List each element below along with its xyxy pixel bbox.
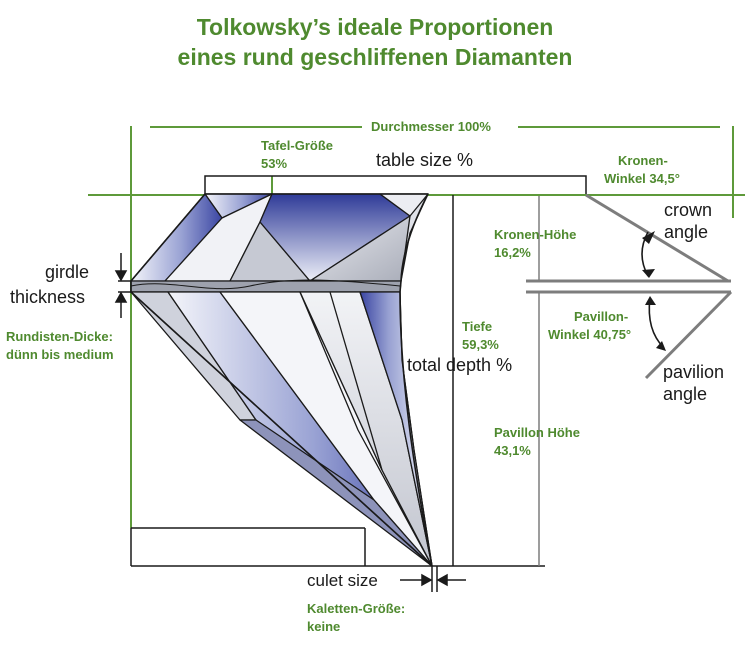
pavilion-facet-line-c: [329, 291, 383, 471]
pavillon-hoehe-value: 43,1%: [494, 443, 531, 458]
durchmesser-label: Durchmesser 100%: [371, 119, 491, 134]
pavillon-winkel-value: Winkel 40,75°: [548, 327, 632, 342]
table-size-label: table size %: [376, 150, 474, 170]
girdle-arrow-bottom-head: [114, 291, 128, 303]
kronen-winkel-label: Kronen-: [618, 153, 668, 168]
kaletten-label: Kaletten-Größe:: [307, 601, 406, 616]
crown-slope-line: [585, 193, 729, 283]
table-size-bracket: [204, 175, 587, 194]
pavillon-hoehe-label: Pavillon Höhe: [494, 425, 580, 440]
kaletten-value: keine: [307, 619, 341, 634]
tiefe-value: 59,3%: [462, 337, 499, 352]
culet-arrow-left-head: [421, 573, 433, 587]
total-depth-label: total depth %: [407, 355, 513, 375]
pavilion-facet-lower-left: [239, 419, 433, 567]
girdle-scallop: [130, 279, 401, 290]
pavilion-facet-line-b: [299, 291, 433, 567]
title-line-2: eines rund geschliffenen Diamanten: [177, 44, 573, 70]
crown-angle-label-2: angle: [664, 222, 709, 242]
kronen-winkel-value: Winkel 34,5°: [604, 171, 680, 186]
gem-body: [130, 193, 433, 567]
angle-schematic: [526, 193, 733, 566]
kronen-hoehe-value: 16,2%: [494, 245, 531, 260]
gem-outline: [130, 193, 433, 567]
crown-angle-label-1: crown: [664, 200, 713, 220]
culet-arrow-right-head: [436, 573, 448, 587]
pavillon-winkel-label: Pavillon-: [574, 309, 629, 324]
girdle-label-1: girdle: [45, 262, 90, 282]
tiefe-label: Tiefe: [462, 319, 493, 334]
rundisten-value: dünn bis medium: [6, 347, 114, 362]
pavilion-angle-arc: [648, 297, 665, 349]
rundisten-label: Rundisten-Dicke:: [6, 329, 113, 344]
pavilion-arc-head-top: [645, 296, 656, 305]
pavilion-slope-line: [644, 290, 733, 380]
culet-size-label: culet size: [307, 571, 378, 590]
black-guides: [114, 175, 587, 592]
pavilion-arc-head-bottom: [656, 341, 666, 351]
title-line-1: Tolkowsky’s ideale Proportionen: [196, 14, 554, 40]
pavilion-angle-label-1: pavilion: [663, 362, 725, 382]
angle-arcs: [641, 231, 666, 351]
kronen-hoehe-label: Kronen-Höhe: [494, 227, 577, 242]
girdle-label-2: thickness: [10, 287, 86, 307]
crown-arc-head-top: [642, 231, 655, 244]
tafel-groesse-label: Tafel-Größe: [261, 138, 333, 153]
crown-arc-head-bottom: [642, 269, 655, 278]
tafel-groesse-value: 53%: [261, 156, 288, 171]
girdle-arrow-top-head: [114, 270, 128, 282]
pavilion-angle-label-2: angle: [663, 384, 708, 404]
